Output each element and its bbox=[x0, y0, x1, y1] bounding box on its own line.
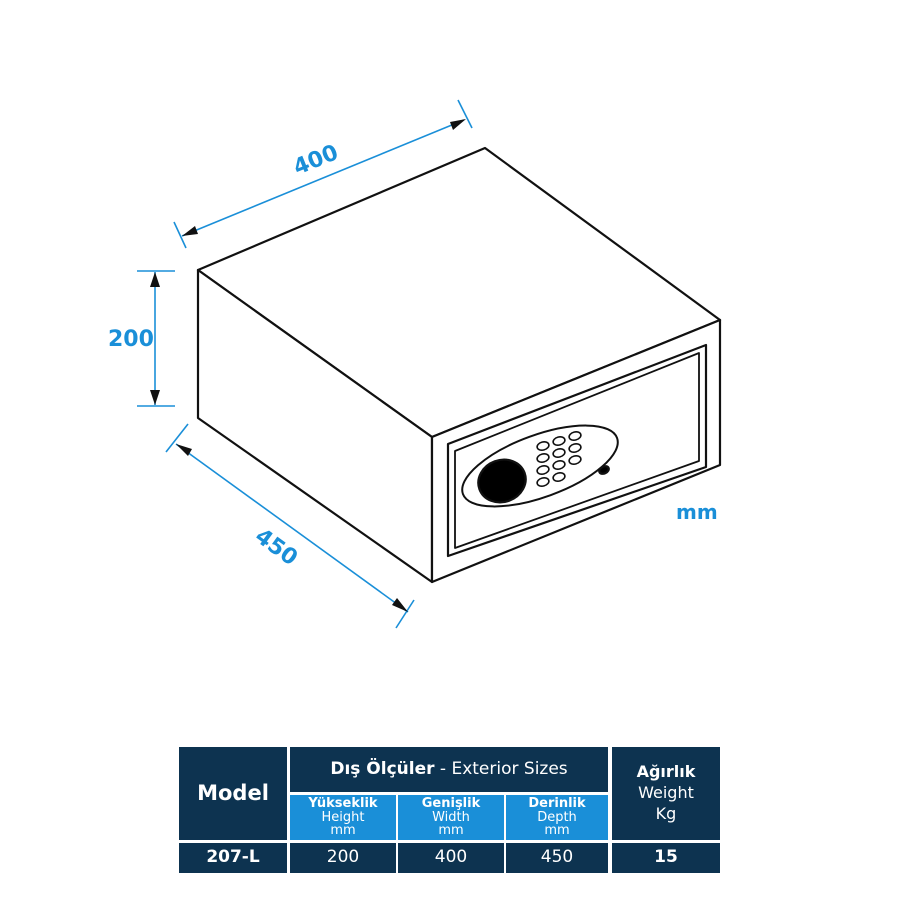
height-label: 200 bbox=[108, 327, 154, 352]
row-model: 207-L bbox=[179, 843, 287, 873]
keypad-button bbox=[536, 453, 550, 463]
col-tr: Genişlik bbox=[421, 796, 481, 812]
arrow-icon bbox=[150, 390, 160, 405]
exterior-sizes-header: Dış Ölçüler - Exterior Sizes bbox=[290, 747, 608, 792]
keypad-button bbox=[536, 465, 550, 475]
exterior-header-tr: Dış Ölçüler bbox=[330, 758, 435, 779]
knob-icon bbox=[477, 458, 527, 504]
keypad-panel bbox=[461, 424, 619, 508]
width-dimension-line bbox=[181, 119, 465, 237]
col-en: Depth bbox=[537, 809, 577, 825]
col-unit: mm bbox=[438, 823, 464, 839]
col-en: Height bbox=[321, 809, 365, 825]
keypad-button bbox=[568, 455, 582, 465]
arrow-icon bbox=[150, 272, 160, 287]
weight-tr: Ağırlık bbox=[636, 762, 696, 782]
row-width: 400 bbox=[398, 843, 504, 873]
weight-en: Weight bbox=[638, 783, 694, 803]
exterior-header-sep: - bbox=[434, 758, 452, 779]
dimension-lines bbox=[137, 99, 473, 629]
col-unit: mm bbox=[544, 823, 570, 839]
depth-tick-left bbox=[165, 423, 189, 453]
col-unit: mm bbox=[330, 823, 356, 839]
arrow-icon bbox=[182, 226, 198, 236]
weight-unit: Kg bbox=[655, 803, 677, 823]
keypad-button bbox=[552, 448, 566, 458]
keypad-button bbox=[552, 460, 566, 470]
keypad-buttons bbox=[536, 431, 582, 487]
width-tick-right bbox=[457, 99, 473, 129]
keypad-button bbox=[552, 472, 566, 482]
row-height: 200 bbox=[290, 843, 396, 873]
lock-hole-icon bbox=[598, 465, 610, 475]
arrow-icon bbox=[392, 598, 408, 612]
width-tick-left bbox=[173, 221, 187, 249]
arrow-icon bbox=[176, 444, 192, 456]
arrow-icon bbox=[450, 119, 466, 130]
keypad-button bbox=[568, 431, 582, 441]
col-tr: Yükseklik bbox=[308, 796, 378, 812]
exterior-header-en: Exterior Sizes bbox=[451, 758, 568, 779]
row-depth: 450 bbox=[506, 843, 608, 873]
keypad-button bbox=[536, 477, 550, 487]
col-tr: Derinlik bbox=[528, 796, 586, 812]
depth-tick-right bbox=[395, 599, 415, 629]
keypad-button bbox=[536, 441, 550, 451]
col-en: Width bbox=[432, 809, 470, 825]
safe-front-face bbox=[430, 318, 722, 584]
row-weight: 15 bbox=[612, 843, 720, 873]
unit-label: mm bbox=[676, 500, 718, 524]
keypad-button bbox=[568, 443, 582, 453]
depth-dimension-line bbox=[175, 443, 409, 613]
keypad-button bbox=[552, 436, 566, 446]
safe-door-inner bbox=[454, 352, 700, 549]
safe-box bbox=[196, 146, 722, 584]
safe-door-outer bbox=[446, 343, 708, 558]
model-header: Model bbox=[179, 747, 287, 840]
